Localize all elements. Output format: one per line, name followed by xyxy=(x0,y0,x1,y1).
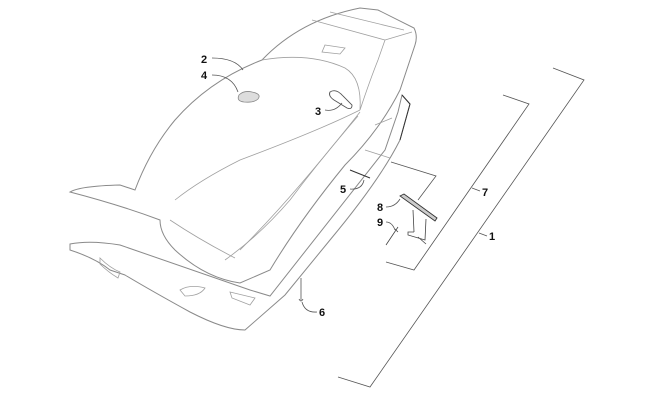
callout-9[interactable]: 9 xyxy=(377,217,383,229)
part-8-bracket[interactable] xyxy=(399,193,438,245)
part-3-handle[interactable] xyxy=(329,90,353,110)
bracket-item-8-9 xyxy=(390,161,437,201)
callout-3[interactable]: 3 xyxy=(315,106,321,118)
callout-8[interactable]: 8 xyxy=(377,202,383,214)
bracket-item-1 xyxy=(337,67,585,388)
callout-5[interactable]: 5 xyxy=(340,184,346,196)
seat-assembly[interactable] xyxy=(68,7,417,331)
bracket-item-7 xyxy=(385,94,530,271)
callout-6[interactable]: 6 xyxy=(319,307,325,319)
callout-1[interactable]: 1 xyxy=(489,231,495,243)
callout-7[interactable]: 7 xyxy=(482,187,488,199)
callout-2[interactable]: 2 xyxy=(201,54,207,66)
part-9-pin[interactable] xyxy=(385,226,399,246)
part-6-clip[interactable] xyxy=(298,278,304,302)
callout-4[interactable]: 4 xyxy=(201,70,208,82)
part-4-patch[interactable] xyxy=(237,91,260,103)
